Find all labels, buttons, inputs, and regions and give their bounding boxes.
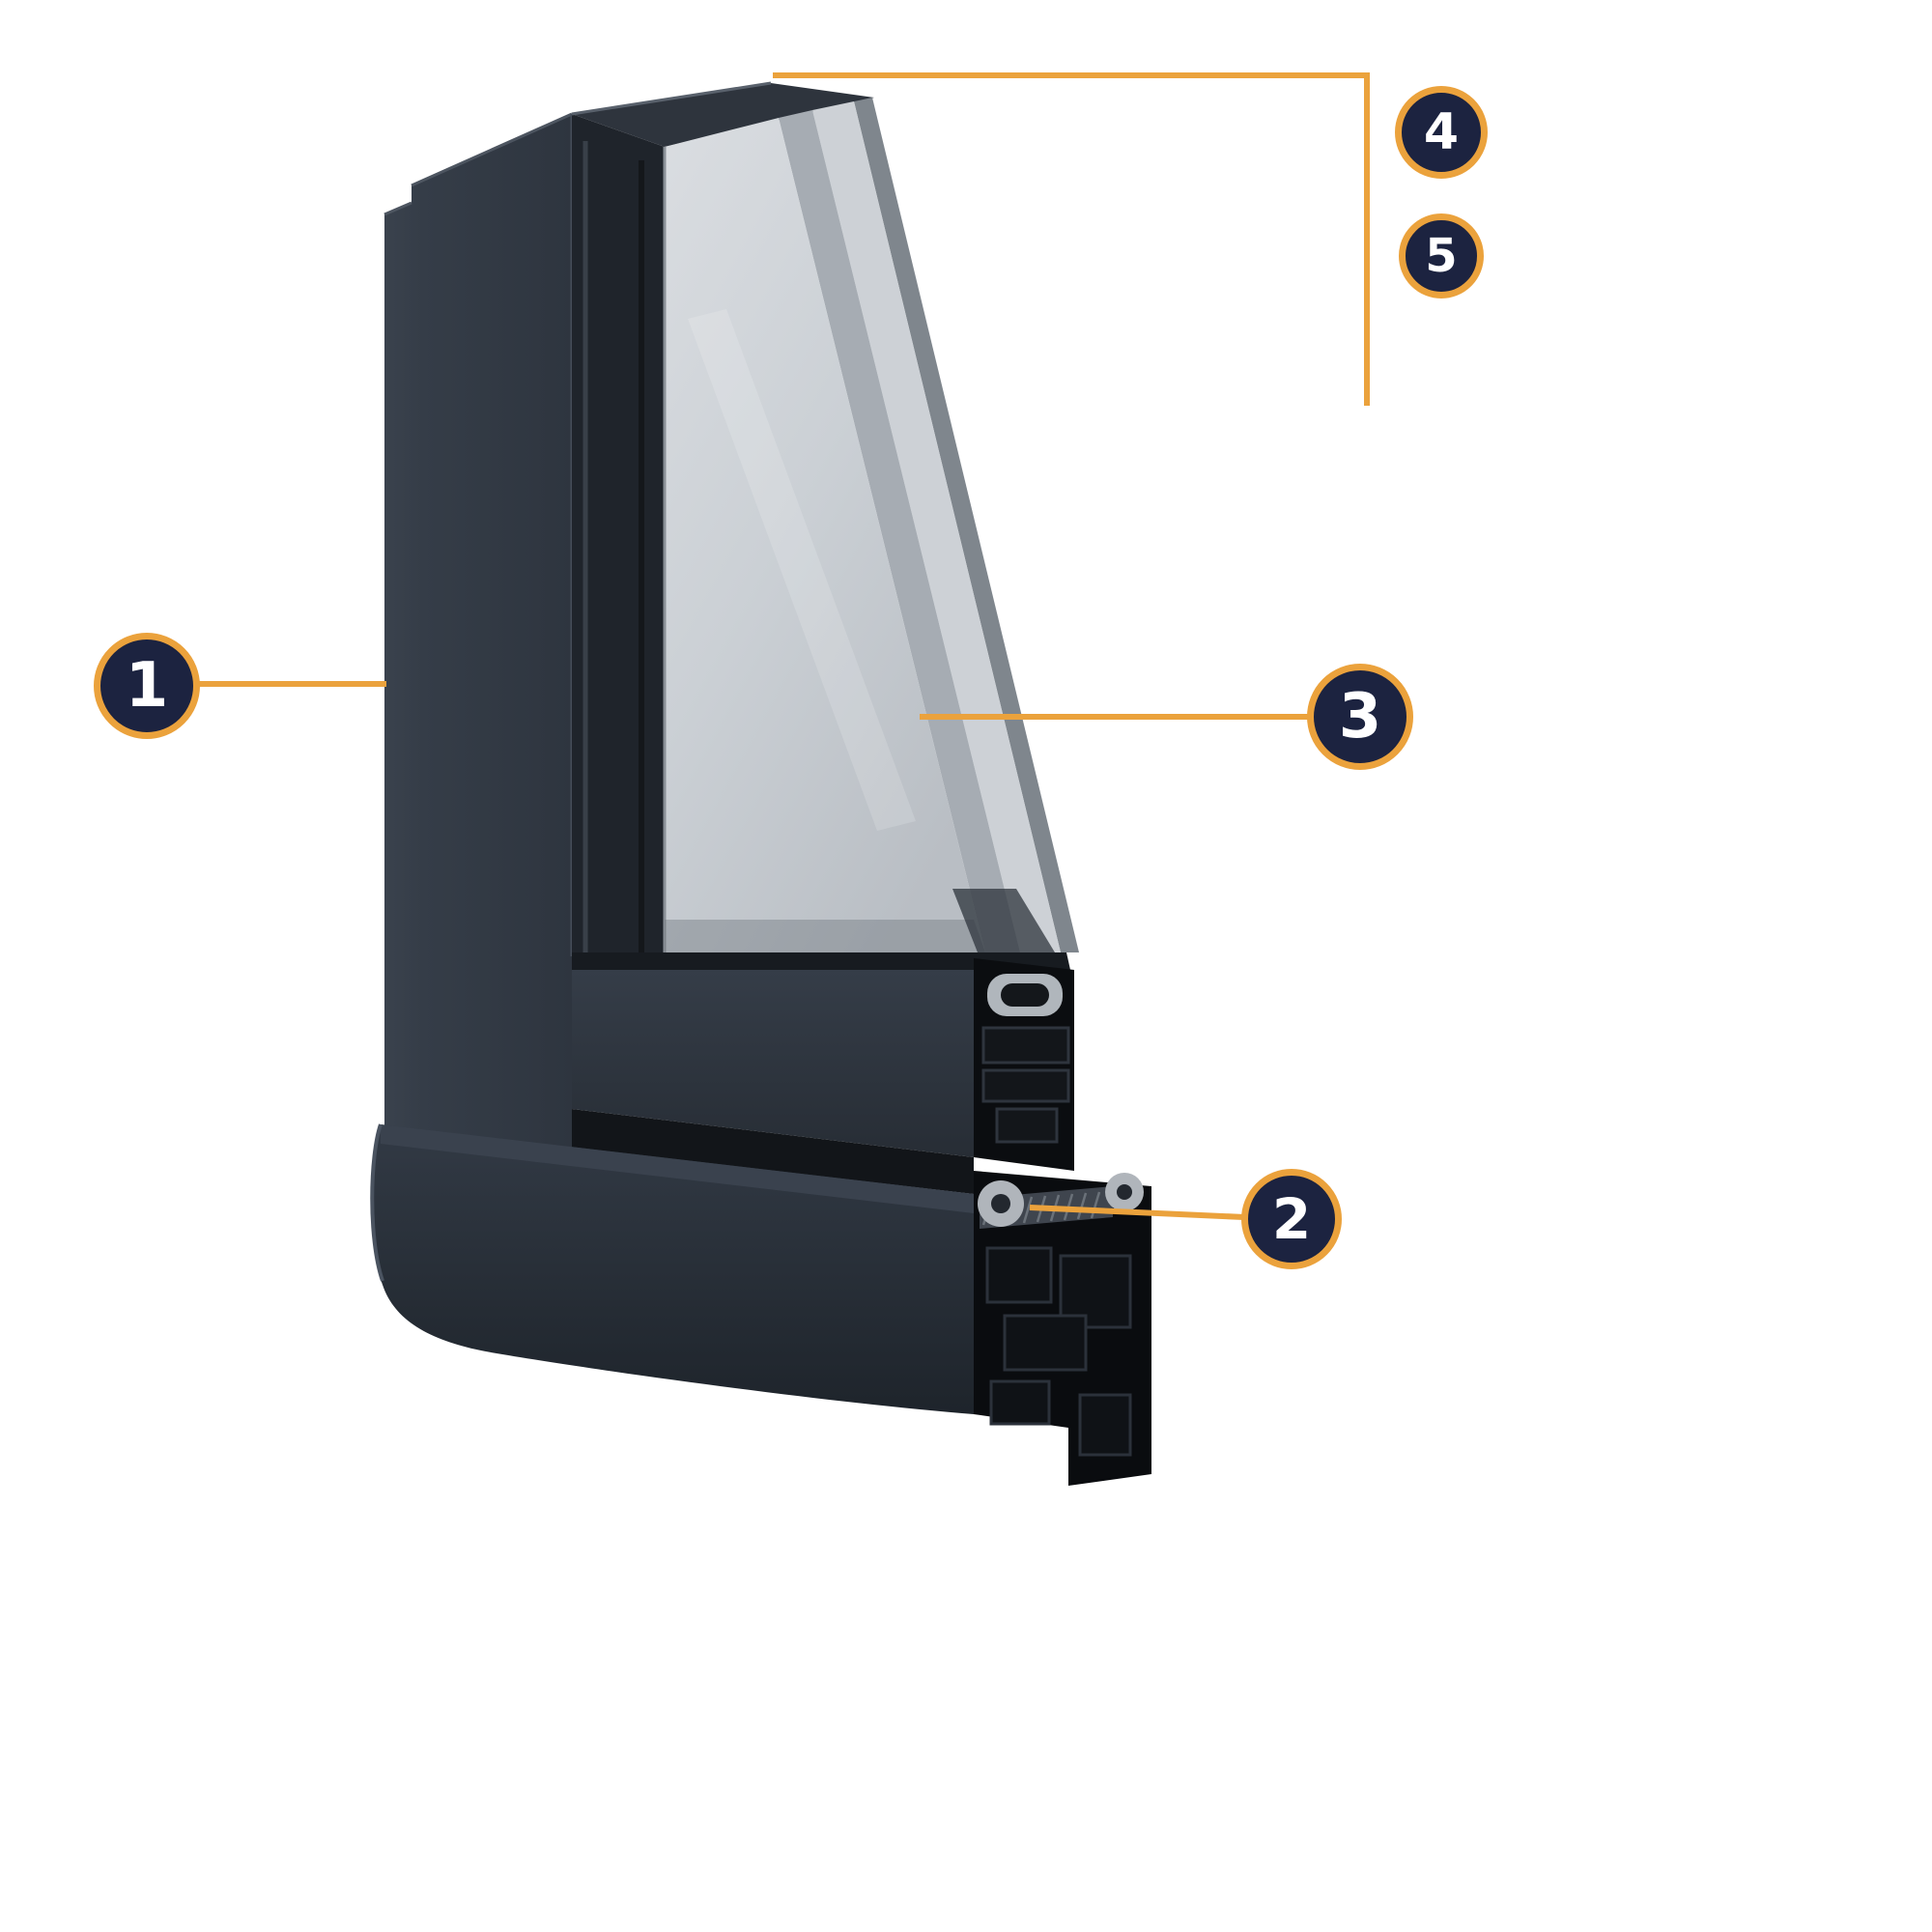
leader-bracket-4-5 (773, 72, 1370, 406)
leader-line-2 (1029, 1205, 1245, 1220)
callout-number-3: 3 (1338, 681, 1382, 753)
frame-reveal (572, 114, 665, 954)
callout-number-2: 2 (1271, 1186, 1312, 1252)
callout-number-1: 1 (125, 650, 169, 722)
leader-lines (198, 72, 1370, 1220)
callout-badge-2: 2 (1241, 1169, 1342, 1269)
callout-badge-5: 5 (1399, 213, 1484, 298)
callout-number-4: 4 (1423, 103, 1460, 161)
callout-badge-4: 4 (1395, 86, 1488, 179)
callout-badge-3: 3 (1307, 664, 1413, 770)
glazing-unit (571, 81, 1079, 952)
frame-jamb (384, 112, 574, 1180)
sill-cross-section (370, 1123, 1151, 1486)
callout-number-5: 5 (1425, 229, 1458, 283)
callout-badge-1: 1 (94, 633, 200, 739)
bottom-rail-cross-section (572, 952, 1074, 1194)
